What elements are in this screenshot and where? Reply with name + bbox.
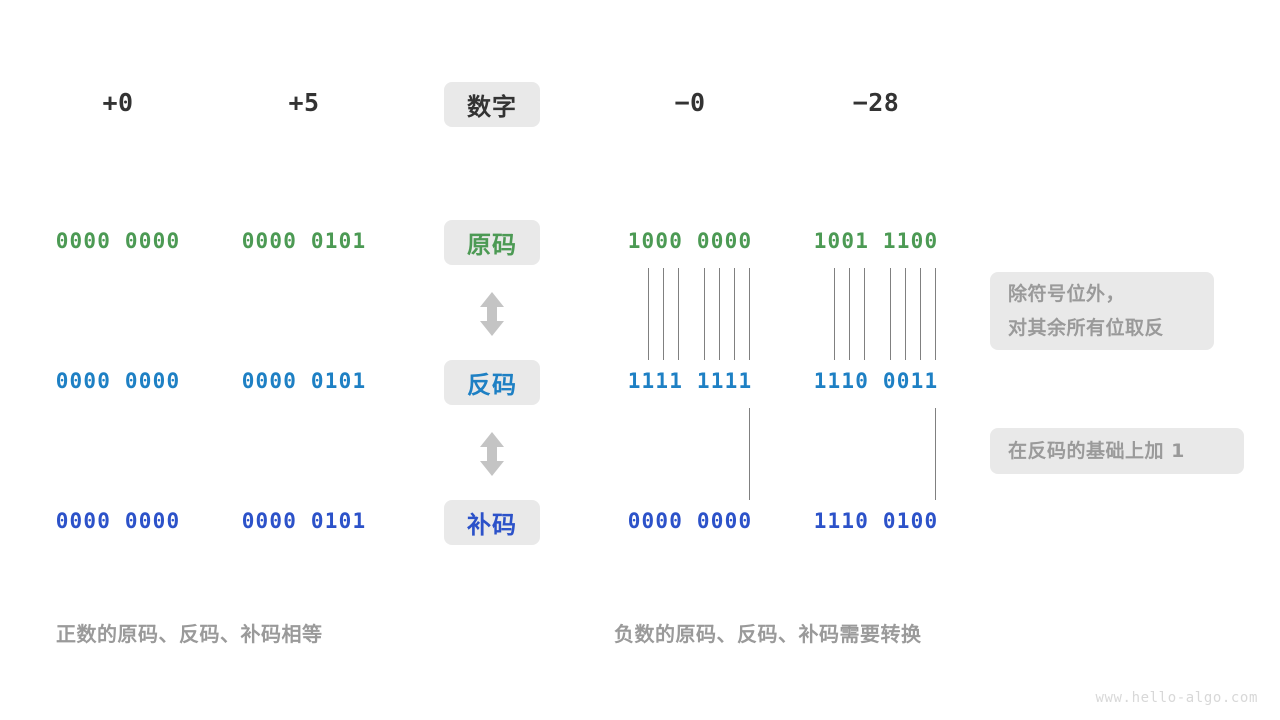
carry-connector-line bbox=[935, 408, 936, 500]
bit-connector-line bbox=[920, 268, 921, 360]
bit-connector-line bbox=[678, 268, 679, 360]
bits-twos-complement-plus-zero: 0000 0000 bbox=[55, 509, 181, 533]
note-invert-bits-line2: 对其余所有位取反 bbox=[1008, 317, 1165, 339]
note-add-one-line1: 在反码的基础上加 1 bbox=[1008, 440, 1185, 462]
bits-twos-complement-plus-five: 0000 0101 bbox=[241, 509, 367, 533]
bit-connector-line bbox=[834, 268, 835, 360]
bits-ones-complement-minus-twentyeight: 1110 0011 bbox=[813, 369, 939, 393]
caption-negative: 负数的原码、反码、补码需要转换 bbox=[614, 622, 922, 646]
bit-connector-line bbox=[663, 268, 664, 360]
badge-sign-magnitude: 原码 bbox=[444, 220, 540, 265]
bits-sign-magnitude-plus-zero: 0000 0000 bbox=[55, 229, 181, 253]
bit-connector-line bbox=[719, 268, 720, 360]
bit-connector-line bbox=[749, 268, 750, 360]
arrow-sign-magnitude-to-ones-complement bbox=[475, 290, 509, 338]
badge-number: 数字 bbox=[444, 82, 540, 127]
note-invert-bits: 除符号位外， 对其余所有位取反 bbox=[990, 272, 1214, 350]
bits-ones-complement-minus-zero: 1111 1111 bbox=[627, 369, 753, 393]
bit-connector-line bbox=[849, 268, 850, 360]
bits-sign-magnitude-plus-five: 0000 0101 bbox=[241, 229, 367, 253]
note-invert-bits-line1: 除符号位外， bbox=[1008, 283, 1126, 305]
caption-positive: 正数的原码、反码、补码相等 bbox=[56, 622, 323, 646]
bit-connector-line bbox=[704, 268, 705, 360]
number-header-plus-five: +5 bbox=[288, 88, 320, 117]
bits-sign-magnitude-minus-zero: 1000 0000 bbox=[627, 229, 753, 253]
bit-connector-line bbox=[890, 268, 891, 360]
bits-twos-complement-minus-zero: 0000 0000 bbox=[627, 509, 753, 533]
bit-connector-line bbox=[935, 268, 936, 360]
note-add-one: 在反码的基础上加 1 bbox=[990, 428, 1244, 474]
number-header-plus-zero: +0 bbox=[102, 88, 134, 117]
bits-sign-magnitude-minus-twentyeight: 1001 1100 bbox=[813, 229, 939, 253]
bit-connector-line bbox=[734, 268, 735, 360]
bits-ones-complement-plus-zero: 0000 0000 bbox=[55, 369, 181, 393]
bits-twos-complement-minus-twentyeight: 1110 0100 bbox=[813, 509, 939, 533]
arrow-ones-complement-to-twos-complement bbox=[475, 430, 509, 478]
watermark: www.hello-algo.com bbox=[1095, 690, 1258, 706]
bit-connector-line bbox=[864, 268, 865, 360]
badge-twos-complement: 补码 bbox=[444, 500, 540, 545]
number-header-minus-twentyeight: −28 bbox=[852, 88, 900, 117]
bits-ones-complement-plus-five: 0000 0101 bbox=[241, 369, 367, 393]
number-header-minus-zero: −0 bbox=[674, 88, 706, 117]
bit-connector-line bbox=[905, 268, 906, 360]
carry-connector-line bbox=[749, 408, 750, 500]
bit-connector-line bbox=[648, 268, 649, 360]
badge-ones-complement: 反码 bbox=[444, 360, 540, 405]
